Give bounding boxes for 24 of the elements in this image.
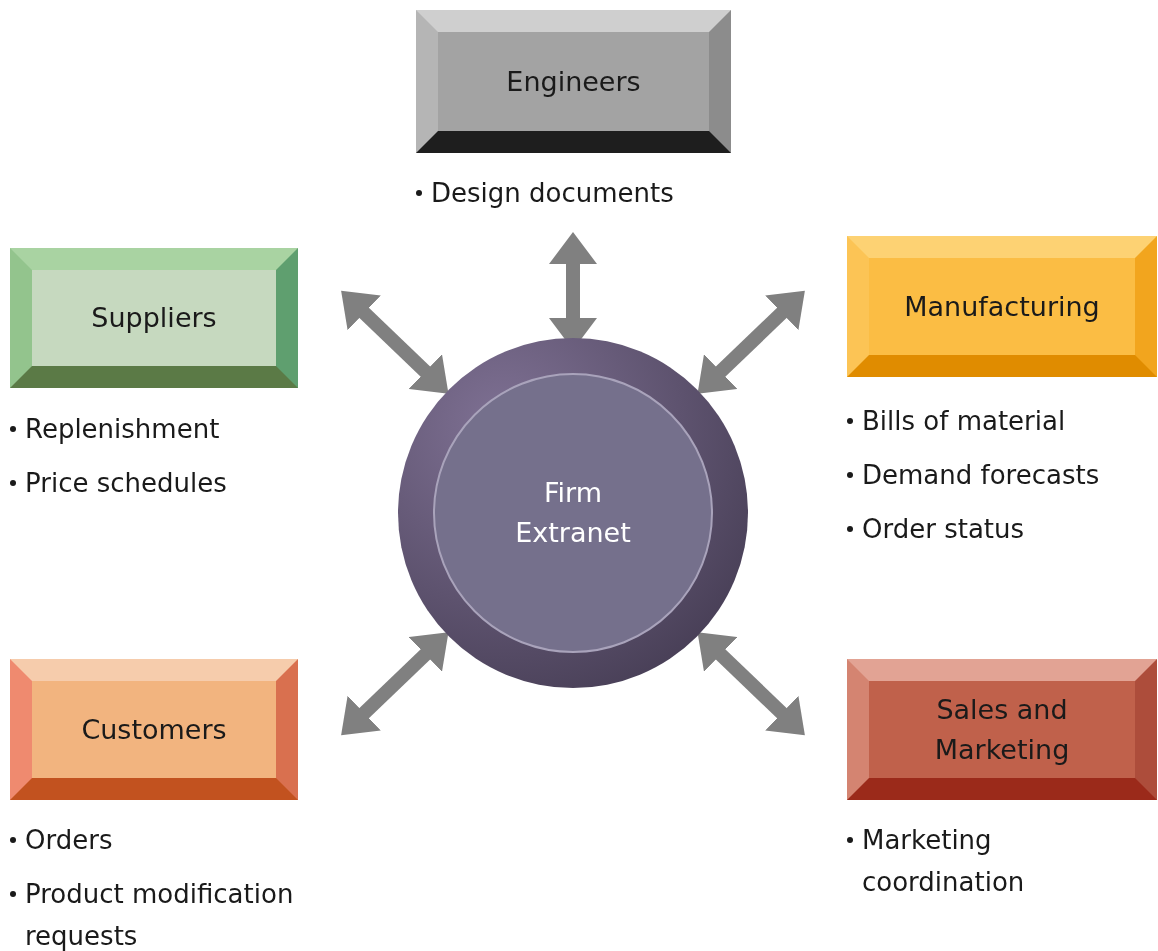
- box-label: Sales and Marketing: [933, 692, 1071, 767]
- bullet-item: Bills of material: [847, 400, 1147, 442]
- bullet-item: Replenishment: [10, 408, 310, 450]
- double-arrow: [697, 632, 805, 736]
- bullet-item: Product modification requests: [10, 873, 350, 951]
- double-arrow: [697, 290, 805, 394]
- bullet-item: Marketing coordination: [847, 819, 1107, 903]
- bullet-item: Orders: [10, 819, 350, 861]
- bullet-item: Order status: [847, 508, 1147, 550]
- bullet-item: Price schedules: [10, 462, 310, 504]
- bevel-box: [10, 248, 298, 388]
- double-arrow: [341, 290, 449, 394]
- box-label: Manufacturing: [904, 289, 1100, 324]
- box-label: Engineers: [506, 64, 641, 99]
- bevel-box: [10, 659, 298, 800]
- box-label: Suppliers: [91, 301, 217, 335]
- bevel-box: [416, 10, 731, 153]
- bullet-item: Demand forecasts: [847, 454, 1147, 496]
- hub-label: Firm Extranet: [514, 476, 632, 550]
- box-label: Customers: [81, 712, 227, 747]
- double-arrow: [341, 632, 449, 736]
- bevel-box: [847, 236, 1157, 377]
- bevel-box: [847, 659, 1157, 800]
- bullet-item: Design documents: [416, 172, 736, 214]
